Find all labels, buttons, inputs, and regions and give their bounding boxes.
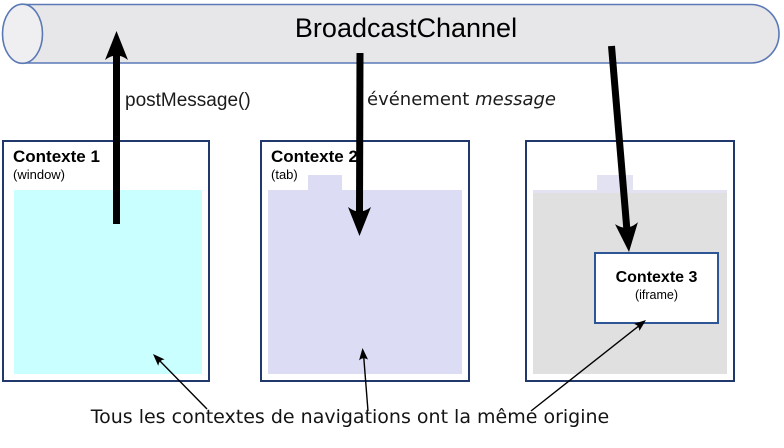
message-event-label-prefix: événement (367, 89, 476, 110)
context2-tab-notch (308, 175, 342, 190)
message-event-label-emphasis: message (475, 89, 556, 110)
context1-box: Contexte 1 (window) (2, 140, 210, 382)
context1-header: Contexte 1 (window) (13, 146, 100, 182)
context3-iframe-box: Contexte 3 (iframe) (594, 252, 719, 324)
context2-box: Contexte 2 (tab) (260, 140, 470, 382)
context1-subtitle: (window) (13, 167, 66, 182)
context2-subtitle: (tab) (271, 167, 298, 182)
context3-title: Contexte 3 (615, 269, 698, 286)
context2-content-area (268, 190, 462, 374)
message-event-label: événement message (367, 89, 556, 110)
postmessage-label: postMessage() (125, 90, 251, 111)
same-origin-caption: Tous les contextes de navigations ont la… (90, 406, 610, 428)
context1-content-area (14, 190, 202, 374)
context3-tab-notch (597, 175, 633, 190)
context1-title: Contexte 1 (13, 147, 100, 166)
context3-box: Contexte 3 (iframe) (525, 140, 735, 382)
context2-title: Contexte 2 (271, 147, 358, 166)
context2-header: Contexte 2 (tab) (271, 146, 358, 182)
channel-title: BroadcastChannel (294, 13, 518, 43)
context3-subtitle: (iframe) (634, 288, 679, 302)
